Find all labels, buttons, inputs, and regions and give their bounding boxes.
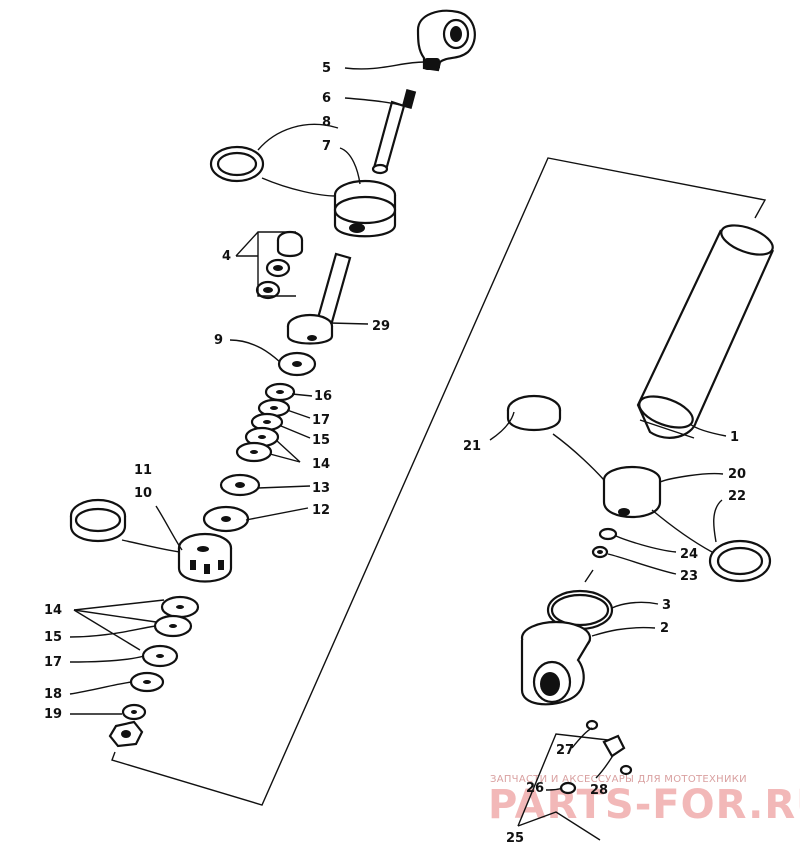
part-8-seal-ring: [209, 145, 265, 183]
label-19: 19: [44, 707, 62, 722]
part-18-washer: [121, 703, 147, 721]
label-14-lower: 14: [44, 603, 62, 618]
label-26: 26: [526, 781, 544, 796]
label-15-upper: 15: [312, 433, 330, 448]
part-11-band: [69, 498, 127, 543]
part-20-end-cap: [602, 465, 662, 519]
label-3: 3: [662, 598, 671, 613]
label-25: 25: [506, 831, 524, 846]
part-24-valve: [598, 527, 618, 541]
part-19-nut: [108, 720, 144, 748]
label-17-lower: 17: [44, 655, 62, 670]
label-15-lower: 15: [44, 630, 62, 645]
axis-dash: [584, 569, 594, 583]
label-23: 23: [680, 569, 698, 584]
label-18: 18: [44, 687, 62, 702]
label-28: 28: [590, 783, 608, 798]
part-7-rod-guide: [333, 179, 397, 238]
label-29: 29: [372, 319, 390, 334]
part-21-band: [506, 394, 562, 432]
label-7: 7: [322, 139, 331, 154]
label-21: 21: [463, 439, 481, 454]
part-28-valve: [602, 734, 633, 776]
part-29-piston: [286, 313, 334, 345]
label-12: 12: [312, 503, 330, 518]
label-2: 2: [660, 621, 669, 636]
part-shim-stack-lower: [129, 595, 200, 693]
label-16: 16: [314, 389, 332, 404]
part-22-seal-ring: [708, 539, 772, 583]
part-inner-shaft: [316, 252, 352, 324]
label-17-upper: 17: [312, 413, 330, 428]
label-1: 1: [730, 430, 739, 445]
label-5: 5: [322, 61, 331, 76]
part-1-body-tube: [636, 224, 775, 439]
part-12-washer: [202, 505, 250, 533]
part-2-lower-eye: [520, 620, 592, 706]
part-13-washer: [219, 473, 261, 497]
label-11: 11: [134, 463, 152, 478]
label-24: 24: [680, 547, 698, 562]
part-4-bushings: [255, 230, 304, 300]
part-27-fitting: [585, 719, 599, 731]
part-23-valve-core: [591, 545, 609, 559]
part-10-valve-body: [177, 532, 233, 583]
watermark-tagline: ЗАПЧАСТИ И АКСЕССУАРЫ ДЛЯ МОТОТЕХНИКИ: [490, 774, 747, 785]
label-4: 4: [222, 249, 231, 264]
leader-lines: [69, 61, 727, 841]
watermark-brand: PARTS-FOR.RU: [488, 782, 800, 828]
label-13: 13: [312, 481, 330, 496]
label-10: 10: [134, 486, 152, 501]
part-9-washer: [277, 351, 317, 377]
part-6-piston-rod: [371, 89, 417, 175]
label-6: 6: [322, 91, 331, 106]
label-14-upper: 14: [312, 457, 330, 472]
label-22: 22: [728, 489, 746, 504]
part-shim-stack-upper: [235, 382, 296, 463]
watermark: ЗАПЧАСТИ И АКСЕССУАРЫ ДЛЯ МОТОТЕХНИКИ PA…: [488, 774, 800, 828]
label-20: 20: [728, 467, 746, 482]
part-5-upper-eye: [416, 9, 476, 72]
assembly-frame-lines: [111, 157, 767, 806]
label-8: 8: [322, 115, 331, 130]
part-26-cap: [559, 781, 577, 795]
label-9: 9: [214, 333, 223, 348]
part-number-labels: 5 6 8 7 4 29 9 16 17 15 14 13 12 11 10 1…: [44, 61, 746, 846]
label-27: 27: [556, 743, 574, 758]
